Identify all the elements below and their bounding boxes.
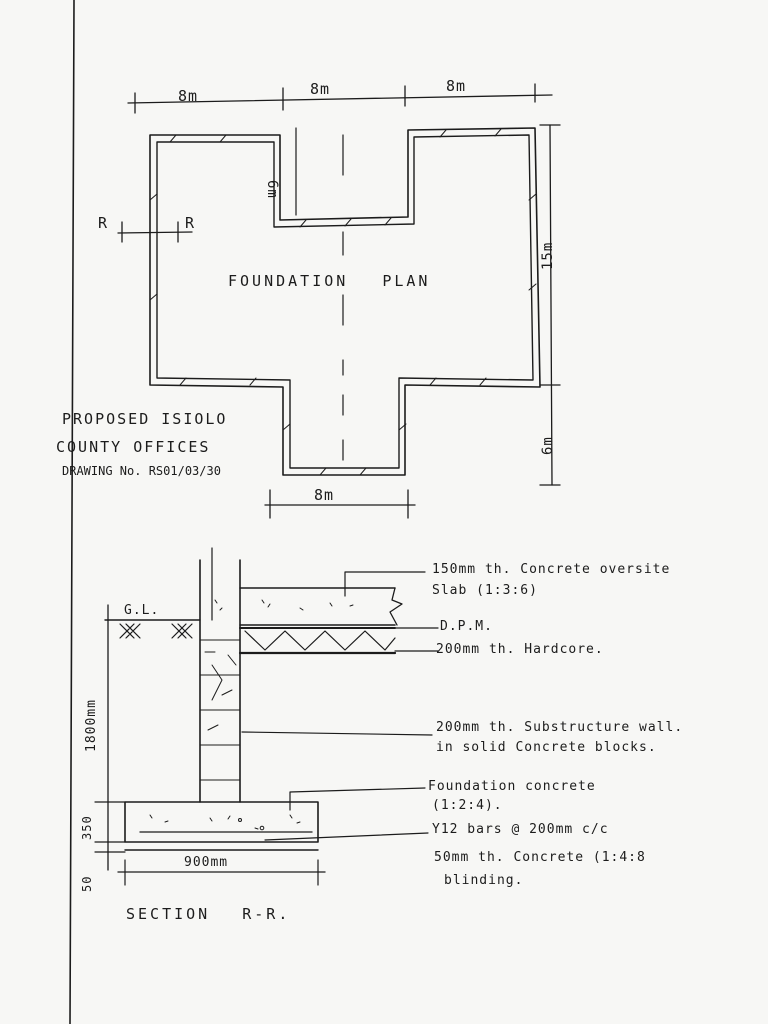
note-wall-line2: in solid Concrete blocks. — [436, 740, 657, 755]
note-dpm: D.P.M. — [440, 619, 493, 634]
foundation-footing — [124, 801, 319, 843]
ground-level-line — [104, 619, 201, 639]
section-marker — [117, 221, 193, 243]
note-wall-line1: 200mm th. Substructure wall. — [436, 720, 684, 735]
ground-level-label: G.L. — [124, 603, 160, 618]
plan-top-dimension — [127, 83, 553, 114]
note-foundation-line1: Foundation concrete — [428, 779, 596, 794]
plan-right-dimension — [539, 124, 561, 486]
plan-dim-right-lower: 6m — [540, 436, 556, 455]
title-block-line3: DRAWING No. RS01/03/30 — [62, 464, 221, 478]
section-title: SECTION R-R. — [126, 905, 291, 923]
note-foundation-line2: (1:2:4). — [432, 798, 503, 813]
plan-outline — [149, 127, 541, 476]
section-dim-footing: 350 — [80, 815, 94, 840]
note-slab-line1: 150mm th. Concrete oversite — [432, 562, 671, 577]
plan-dim-top-right: 8m — [446, 77, 467, 95]
section-marker-left-label: R — [98, 214, 109, 232]
hardcore-layer — [238, 630, 397, 655]
plan-title: FOUNDATION PLAN — [228, 272, 431, 290]
oversite-slab — [214, 587, 403, 626]
title-block-line1: PROPOSED ISIOLO — [62, 410, 228, 428]
section-dim-blinding: 50 — [80, 875, 94, 892]
plan-bottom-dimension — [264, 489, 416, 519]
section-height-dimension — [94, 604, 126, 871]
margin-line — [69, 0, 75, 1024]
section-dim-height: 1800mm — [84, 699, 99, 752]
section-marker-right-label: R — [185, 214, 196, 232]
note-blinding-line1: 50mm th. Concrete (1:4:8 — [434, 850, 646, 865]
plan-dim-right-main: 15m — [540, 241, 556, 270]
section-dim-width: 900mm — [184, 855, 229, 870]
section-width-dimension — [117, 859, 326, 886]
note-hardcore: 200mm th. Hardcore. — [436, 642, 604, 657]
plan-dim-notch: 6m — [264, 180, 280, 199]
note-slab-line2: Slab (1:3:6) — [432, 583, 538, 598]
note-leaders — [241, 571, 439, 841]
note-bars: Y12 bars @ 200mm c/c — [432, 822, 609, 837]
note-blinding-line2: blinding. — [444, 873, 524, 888]
substructure-wall — [199, 547, 241, 803]
plan-dim-bottom: 8m — [314, 486, 335, 504]
title-block-line2: COUNTY OFFICES — [56, 438, 211, 456]
plan-dim-top-left: 8m — [178, 87, 199, 105]
plan-dim-top-mid: 8m — [310, 80, 331, 98]
